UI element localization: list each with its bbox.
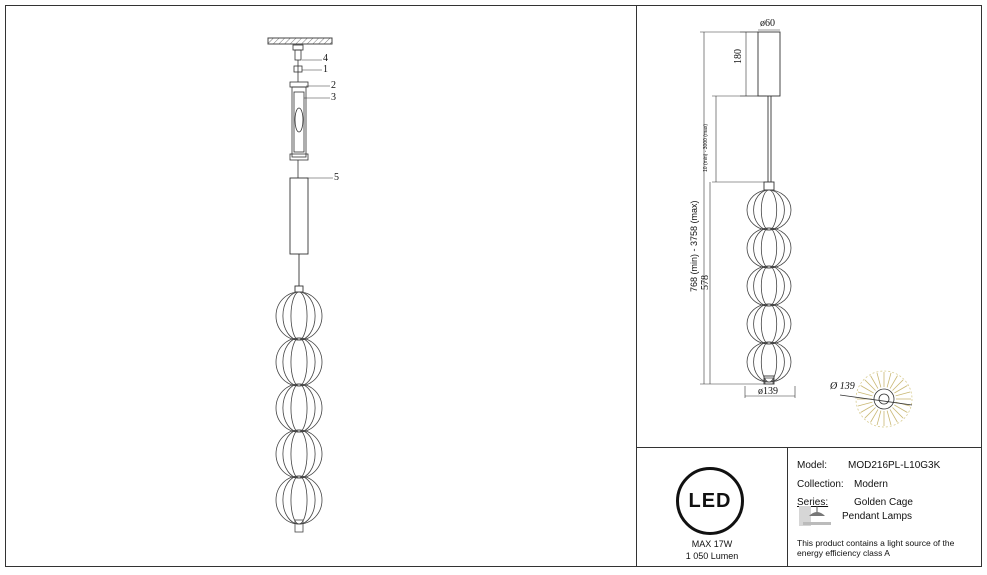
canopy-cylinder bbox=[289, 177, 309, 293]
globe-rib bbox=[760, 303, 778, 345]
top-view-rib bbox=[870, 375, 879, 389]
top-view-rib bbox=[886, 372, 892, 388]
dim-globes bbox=[746, 189, 792, 385]
globe-rib bbox=[760, 227, 778, 269]
globe-rib bbox=[290, 383, 308, 433]
top-view-rib bbox=[864, 379, 876, 391]
dim-canopy-height: 180 bbox=[733, 49, 744, 64]
dim-body-diameter: ø139 bbox=[758, 386, 778, 397]
globe-rib bbox=[282, 429, 316, 479]
top-view-rib bbox=[876, 410, 882, 426]
globe-rib bbox=[753, 341, 785, 383]
globe-rib bbox=[282, 475, 316, 525]
globe-rib bbox=[753, 303, 785, 345]
energy-note-line1: This product contains a light source of … bbox=[797, 538, 955, 548]
top-view bbox=[855, 370, 913, 428]
top-view-rib bbox=[864, 407, 876, 419]
led-power: MAX 17W bbox=[691, 539, 733, 549]
product-info-panel bbox=[787, 447, 982, 567]
top-view-rib bbox=[894, 404, 908, 413]
top-view-rib bbox=[892, 407, 904, 419]
series-value: Golden Cage bbox=[854, 497, 913, 508]
part-label-4: 4 bbox=[323, 53, 328, 64]
globe-rib bbox=[290, 475, 308, 525]
top-view-rib bbox=[894, 385, 908, 394]
top-view-rib bbox=[860, 404, 874, 413]
top-view-rib bbox=[860, 385, 874, 394]
part-label-3: 3 bbox=[331, 92, 336, 103]
model-value: MOD216PL-L10G3K bbox=[848, 460, 941, 471]
top-view-rib bbox=[876, 372, 882, 388]
model-label: Model: bbox=[797, 460, 828, 471]
top-view-rib bbox=[886, 410, 892, 426]
dim-canopy-diameter: ø60 bbox=[760, 18, 775, 29]
dim-total-height: 768 (min) - 3758 (max) bbox=[689, 200, 699, 292]
top-view-rib bbox=[889, 375, 898, 389]
dim-canopy bbox=[757, 31, 781, 385]
mounting-bracket bbox=[289, 44, 309, 178]
part-label-2: 2 bbox=[331, 80, 336, 91]
dim-body-height: 578 bbox=[700, 275, 711, 290]
part-leaders bbox=[302, 59, 333, 179]
collection-value: Modern bbox=[854, 479, 888, 490]
bottom-cap bbox=[294, 519, 304, 533]
type-value: Pendant Lamps bbox=[842, 511, 913, 522]
top-view-rib bbox=[857, 391, 873, 397]
led-logo: LED bbox=[676, 467, 744, 535]
globe-rib bbox=[753, 189, 785, 231]
globe-rib bbox=[290, 291, 308, 341]
globe-rib bbox=[290, 429, 308, 479]
top-view-rib bbox=[892, 379, 904, 391]
top-view-rib bbox=[857, 401, 873, 407]
globe-rib bbox=[282, 383, 316, 433]
energy-note-line2: energy efficiency class A bbox=[797, 548, 890, 558]
ceiling-hatch bbox=[267, 37, 333, 45]
globe-rib bbox=[282, 337, 316, 387]
collection-label: Collection: bbox=[797, 479, 844, 490]
globe-rib bbox=[753, 265, 785, 307]
top-view-rib bbox=[870, 409, 879, 423]
dim-cable-length: 10 (min) - 3000 (max) bbox=[703, 123, 709, 172]
top-view-rib bbox=[889, 409, 898, 423]
top-view-rib bbox=[895, 391, 911, 397]
globe-rib bbox=[753, 227, 785, 269]
globe-rib bbox=[290, 337, 308, 387]
globe-rib bbox=[282, 291, 316, 341]
globe-rib bbox=[760, 265, 778, 307]
part-label-5: 5 bbox=[334, 172, 339, 183]
globes-side-view bbox=[275, 291, 323, 533]
dim-top-view-diameter: Ø 139 bbox=[830, 381, 855, 392]
dimension-lines bbox=[700, 29, 796, 398]
bottom-cap bbox=[764, 377, 774, 385]
series-label: Series: bbox=[797, 497, 829, 508]
globe-rib bbox=[760, 189, 778, 231]
led-lumen: 1 050 Lumen bbox=[685, 551, 739, 561]
part-label-1: 1 bbox=[323, 64, 328, 75]
